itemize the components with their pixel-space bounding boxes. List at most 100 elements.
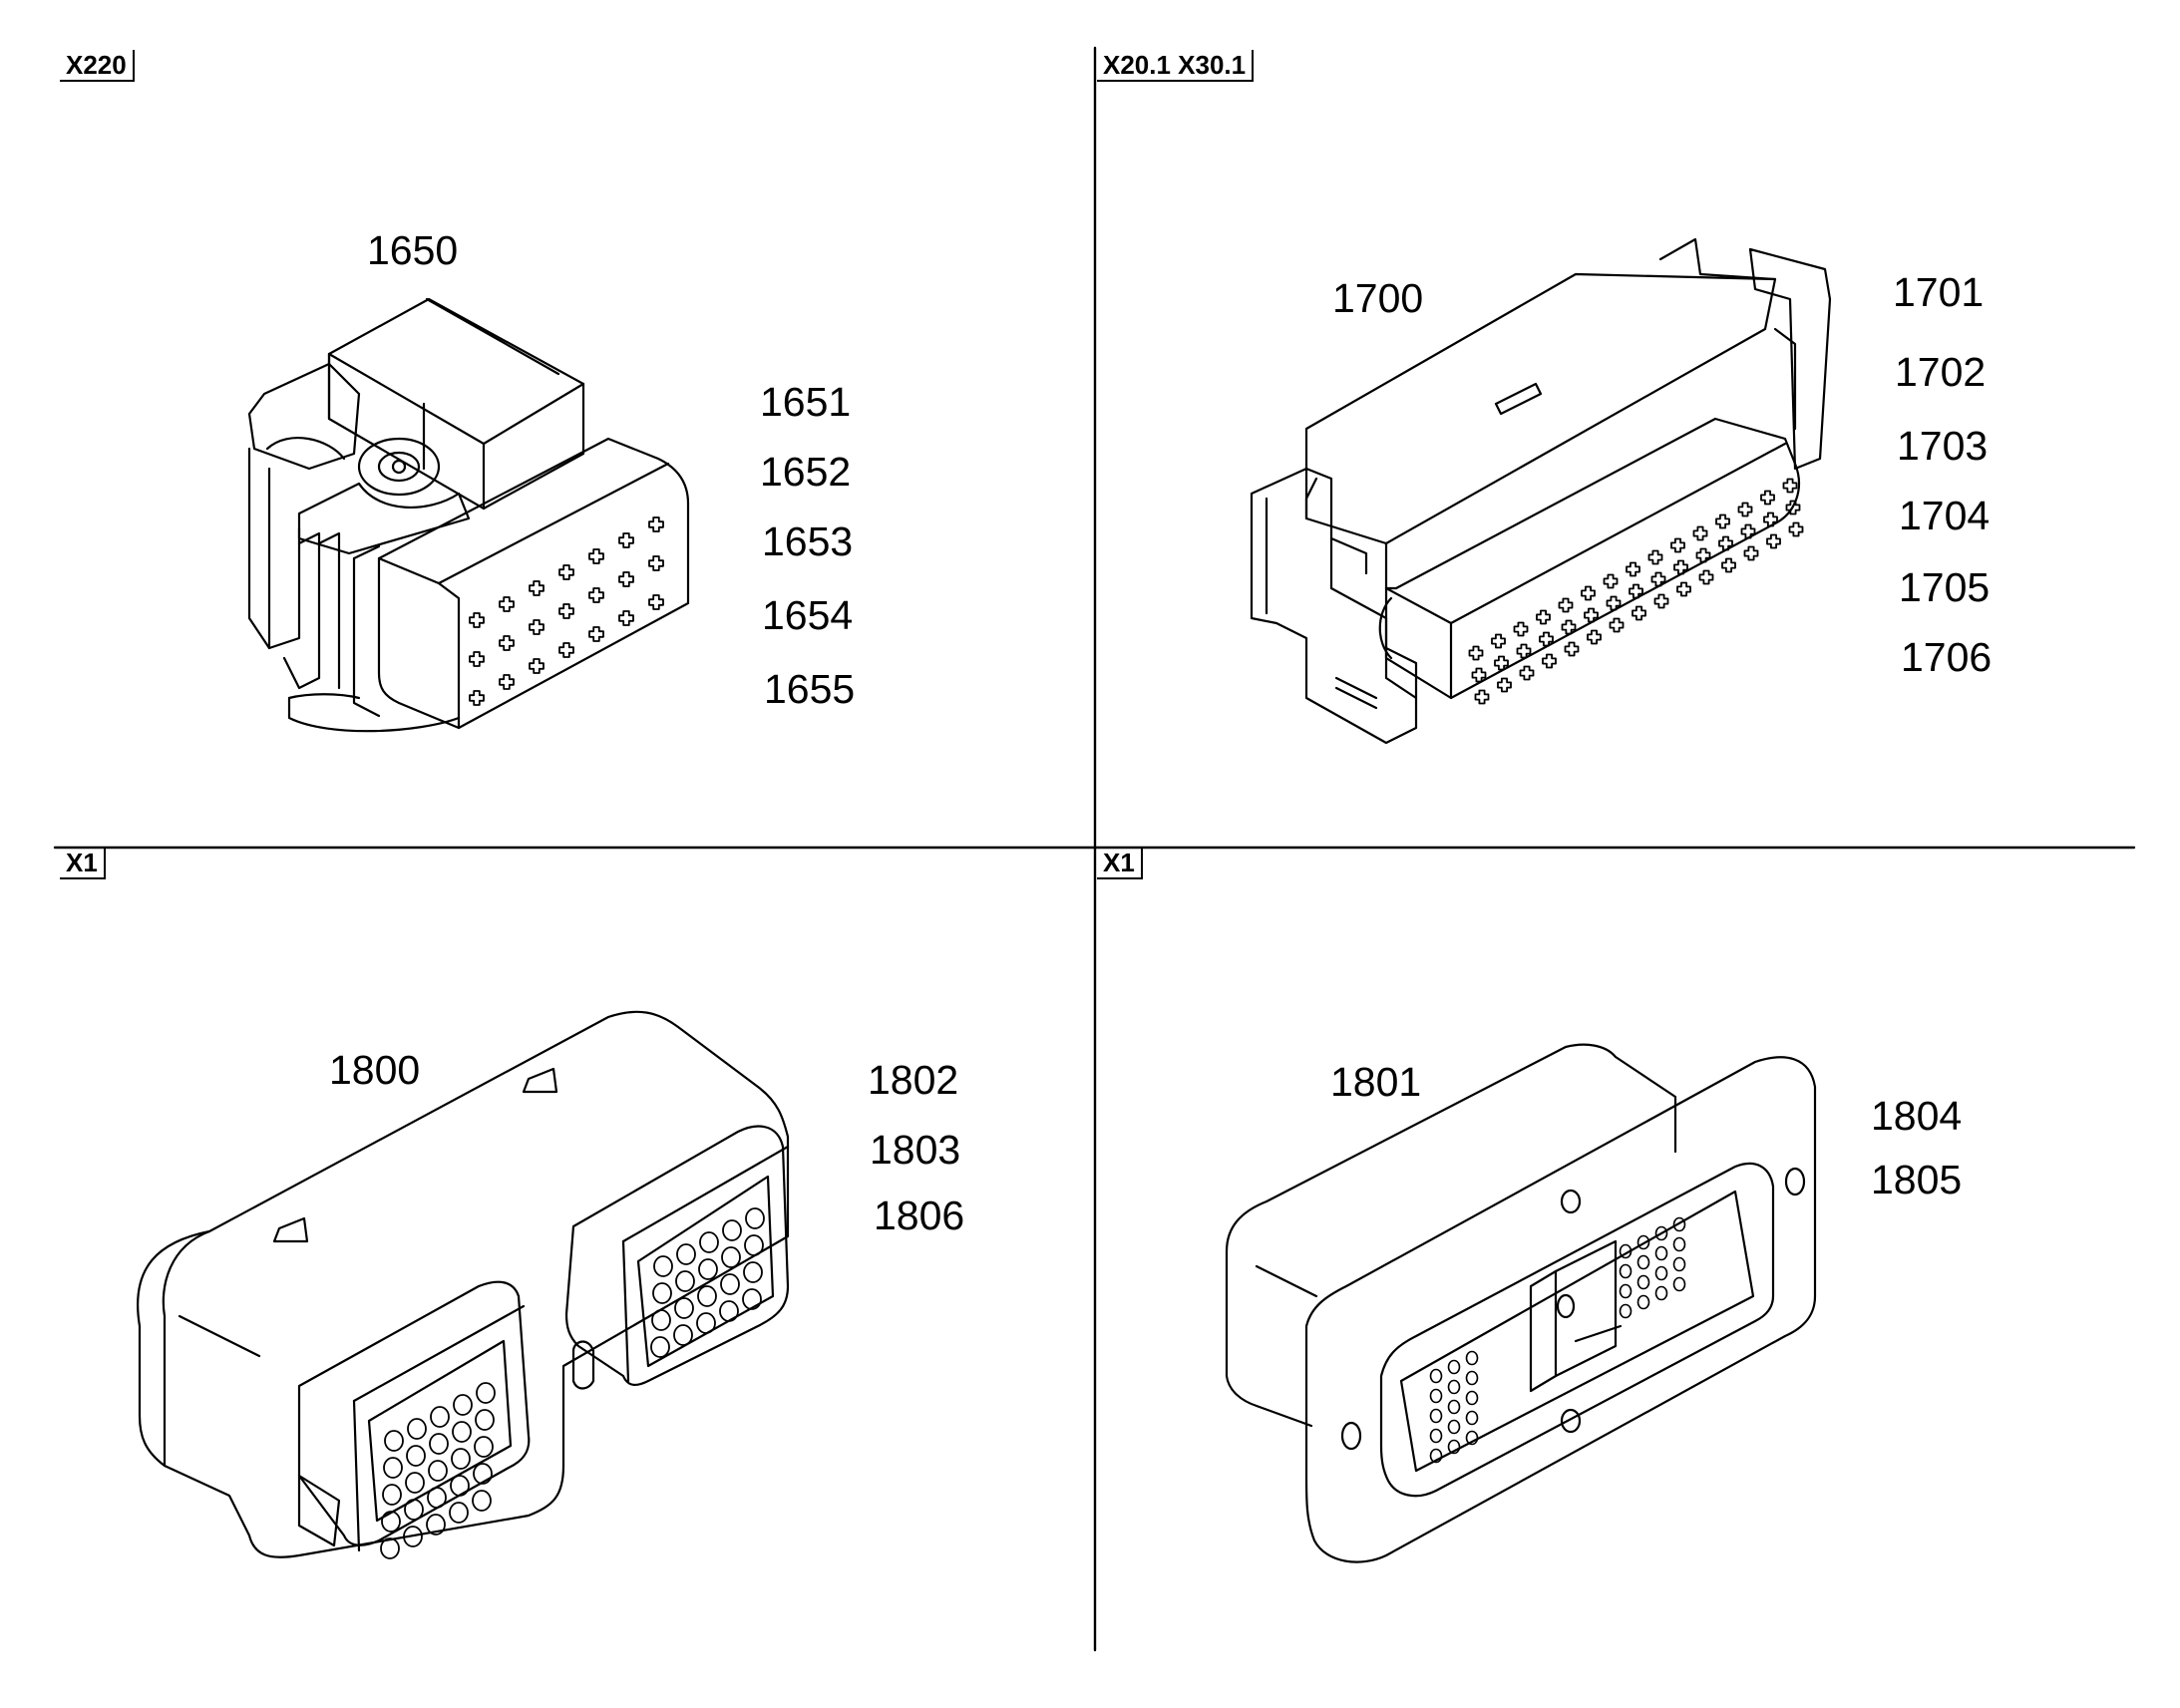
connector-pin <box>675 1270 695 1292</box>
connector-pin <box>473 1463 493 1485</box>
connector-pin <box>558 564 574 580</box>
connector-pin <box>745 1207 765 1229</box>
connector-pin <box>1654 1265 1668 1281</box>
connector-pin <box>1447 1399 1461 1415</box>
connector-pin <box>1721 557 1736 573</box>
connector-pin <box>469 690 485 706</box>
connector-pin <box>449 1502 469 1524</box>
connector-1801-pin-grid <box>1429 1216 1686 1464</box>
connector-pin <box>1785 500 1801 515</box>
connector-pin <box>558 642 574 658</box>
connector-pin <box>1465 1350 1479 1366</box>
connector-pin <box>1695 547 1711 563</box>
connector-pin <box>676 1243 696 1265</box>
connector-pin <box>588 587 604 603</box>
connector-pin <box>472 1490 492 1512</box>
connector-pin <box>1763 512 1778 527</box>
connector-pin <box>450 1475 470 1497</box>
part-number: 1806 <box>874 1193 965 1238</box>
connector-pin <box>426 1514 446 1536</box>
connector-pin <box>696 1312 716 1334</box>
connector-pin <box>529 619 545 635</box>
connector-pin <box>719 1300 739 1322</box>
connector-pin <box>1516 643 1532 659</box>
connector-pin <box>1788 521 1804 537</box>
connector-pin <box>1647 549 1663 565</box>
connector-pin <box>1429 1428 1443 1444</box>
connector-pin <box>1465 1410 1479 1426</box>
connector-pin <box>453 1394 473 1416</box>
connector-pin <box>1740 523 1756 539</box>
connector-pin <box>1447 1439 1461 1455</box>
part-number: 1655 <box>764 666 856 712</box>
connector-pin <box>405 1472 425 1494</box>
part-number: 1706 <box>1901 634 1993 680</box>
connector-pin <box>1619 1243 1633 1259</box>
connector-pin <box>648 555 664 571</box>
connector-pin <box>407 1418 427 1440</box>
connector-1800-illustration <box>137 1010 790 1559</box>
connector-pin <box>1654 1285 1668 1301</box>
connector-pin <box>1743 545 1759 561</box>
connector-pin <box>1603 573 1619 589</box>
connector-pin <box>744 1234 764 1256</box>
connector-pin <box>1672 1276 1686 1292</box>
connector-pin <box>699 1231 719 1253</box>
connector-pin <box>1715 513 1730 529</box>
connector-pin <box>1619 1283 1633 1299</box>
connector-pin <box>1429 1408 1443 1424</box>
connector-pin <box>673 1324 693 1346</box>
connector-pin <box>618 532 634 548</box>
connector-pin <box>1672 1256 1686 1272</box>
connector-pin <box>1429 1388 1443 1404</box>
connector-pin <box>406 1445 426 1467</box>
connector-pin <box>469 651 485 667</box>
connector-pin <box>742 1288 762 1310</box>
connector-pin <box>404 1499 424 1521</box>
connector-pin <box>1672 1236 1686 1252</box>
connector-pin <box>1619 1303 1633 1319</box>
quadrant-tag-x220: X220 <box>60 50 135 82</box>
connector-pin <box>1519 665 1535 681</box>
connector-pin <box>1447 1379 1461 1395</box>
connector-1700-pin-grid <box>1468 478 1804 705</box>
connector-1800-pin-grid <box>380 1207 765 1559</box>
quadrant-tag-x1-left: X1 <box>60 848 106 879</box>
part-number: 1652 <box>760 449 852 495</box>
part-number: 1654 <box>762 592 854 638</box>
connector-pin <box>384 1430 404 1452</box>
connector-pin <box>499 635 515 651</box>
connector-pin <box>618 610 634 626</box>
connector-pin <box>529 658 545 674</box>
connector-pin <box>1673 559 1688 575</box>
connector-pin <box>1447 1419 1461 1435</box>
connector-pin <box>1654 1245 1668 1261</box>
connector-pin <box>698 1258 718 1280</box>
connector-pin <box>1539 631 1554 647</box>
connector-pin <box>499 674 515 690</box>
connector-pin <box>1636 1254 1650 1270</box>
connector-pin <box>720 1273 740 1295</box>
connector-pin <box>1447 1359 1461 1375</box>
connector-pin <box>381 1511 401 1533</box>
connector-pin <box>1692 525 1708 541</box>
connector-1700-illustration <box>1250 237 1832 745</box>
connector-pin <box>1636 1234 1650 1250</box>
connector-pin <box>1718 535 1733 551</box>
part-number: 1705 <box>1899 564 1991 610</box>
connector-pin <box>1465 1430 1479 1446</box>
connector-pin <box>1653 593 1669 609</box>
connector-pin <box>529 580 545 596</box>
connector-pin <box>1465 1390 1479 1406</box>
connector-1650-pin-grid <box>469 516 664 706</box>
connector-pin <box>1606 595 1622 611</box>
connector-pin <box>1536 609 1551 625</box>
connector-1801-illustration <box>1225 1043 1817 1563</box>
part-number: 1701 <box>1893 269 1985 315</box>
connector-pin <box>1465 1370 1479 1386</box>
connector-pin <box>721 1246 741 1268</box>
connector-pin <box>452 1421 472 1443</box>
connector-1650-illustration <box>247 297 690 733</box>
part-number: 1703 <box>1897 423 1989 469</box>
connector-pin <box>1619 1263 1633 1279</box>
